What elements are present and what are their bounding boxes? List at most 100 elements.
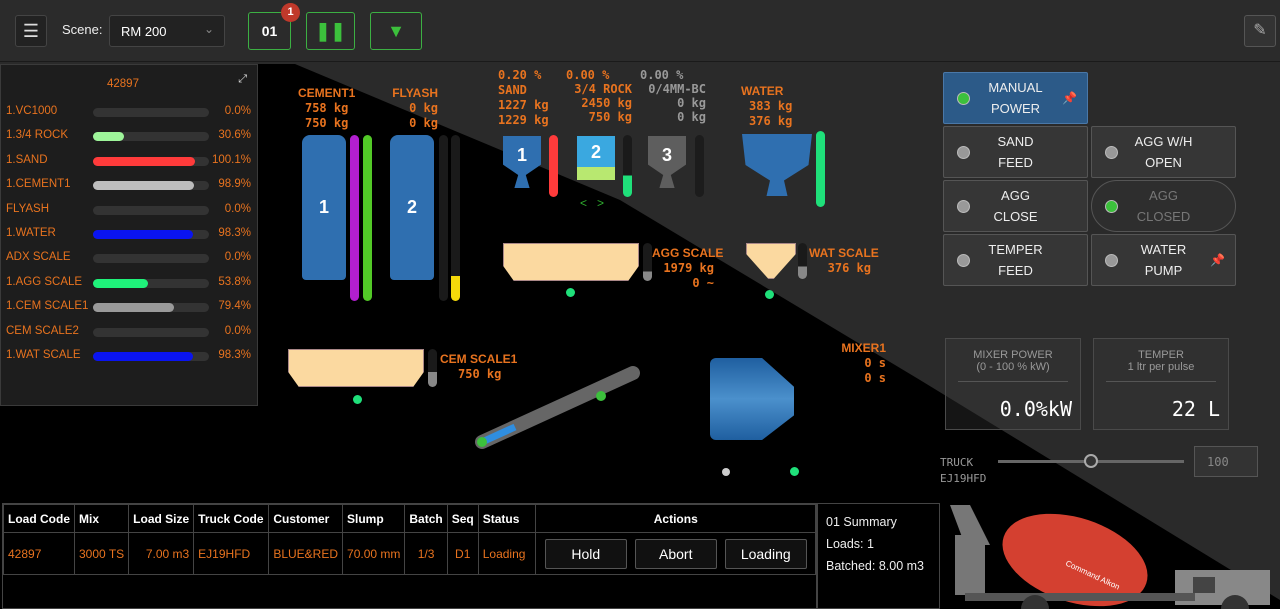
truck-label-text: TRUCK — [940, 456, 974, 469]
material-row: CEM SCALE2 0.0% — [1, 322, 259, 342]
bc-target: 0 kg — [677, 96, 706, 110]
mixer-power-display: MIXER POWER (0 - 100 % kW) 0.0%kW — [945, 338, 1081, 430]
abort-button[interactable]: Abort — [634, 538, 717, 569]
rock-bin-2[interactable]: 2 — [577, 136, 615, 180]
material-percent: 79.4% — [218, 300, 251, 313]
discharge-button[interactable]: ▼ — [370, 12, 422, 50]
material-progress-bar — [93, 108, 209, 117]
menu-button[interactable]: ☰ — [15, 15, 47, 47]
mixer-status-green — [790, 467, 799, 476]
agg-scale-extra: 0 ~ — [692, 276, 714, 290]
bin-number: 2 — [590, 141, 601, 162]
edit-button[interactable]: ✎ — [1244, 15, 1276, 47]
status-indicator-icon — [957, 200, 970, 213]
pin-icon[interactable]: 📌 — [1062, 91, 1077, 105]
water-actual: 376 kg — [749, 114, 793, 128]
expand-icon[interactable]: ⤢ — [238, 73, 247, 85]
pause-button[interactable]: ❚❚ — [306, 12, 355, 50]
material-progress-panel: 42897 ⤢ 1.VC1000 0.0%1.3/4 ROCK 30.6%1.S… — [0, 64, 258, 406]
wat-scale-bar — [798, 243, 807, 279]
material-percent: 100.1% — [211, 153, 251, 166]
mixer-time-1: 0 s — [864, 356, 886, 370]
mixer-truck-image: Command Alkon — [950, 505, 1270, 609]
sand-name: SAND — [498, 83, 527, 97]
next-bin-button[interactable]: > — [597, 196, 605, 210]
truck-slider[interactable] — [998, 454, 1184, 468]
flyash-target: 0 kg — [409, 101, 438, 115]
material-percent: 53.8% — [218, 275, 251, 288]
control-agg-close-button[interactable]: AGG CLOSE — [943, 180, 1088, 232]
progress-fill — [93, 278, 148, 288]
hold-button[interactable]: Hold — [544, 538, 627, 569]
bc-moisture: 0.00 % — [640, 68, 684, 82]
cement1-target: 758 kg — [304, 101, 349, 115]
flyash-silo-2[interactable]: 2 — [390, 135, 434, 280]
control-label-line2: FEED — [998, 155, 1033, 170]
status-indicator-icon — [1105, 146, 1118, 159]
material-percent: 98.3% — [218, 349, 251, 361]
summary-batched: Batched: 8.00 m3 — [826, 559, 924, 573]
funnel-icon: ▼ — [387, 20, 405, 41]
material-label: CEM SCALE2 — [6, 324, 79, 337]
pause-icon: ❚❚ — [315, 20, 346, 41]
temper-title: TEMPER — [1138, 349, 1184, 361]
flyash-bar-2 — [451, 135, 460, 301]
status-indicator-icon — [1105, 200, 1118, 213]
mixer-name: MIXER1 — [841, 341, 886, 355]
mixer-drum[interactable] — [710, 358, 794, 440]
notification-badge: 1 — [281, 3, 300, 22]
column-header: Truck Code — [193, 504, 270, 533]
flyash-bar-1 — [439, 135, 448, 301]
column-header: Load Size — [128, 504, 195, 533]
sand-bar — [549, 135, 558, 197]
material-label: 1.3/4 ROCK — [6, 129, 68, 142]
prev-bin-button[interactable]: < — [580, 196, 588, 210]
material-progress-bar — [93, 156, 209, 166]
cement1-bar-1 — [350, 135, 359, 301]
control-label-line1: AGG — [1001, 188, 1030, 203]
loading-button[interactable]: Loading — [724, 538, 807, 569]
pin-icon[interactable]: 📌 — [1210, 253, 1225, 267]
truck-value-input[interactable]: 100 — [1194, 446, 1258, 477]
mixer-power-title: MIXER POWER — [973, 349, 1053, 361]
panel-title: 42897 — [107, 78, 139, 90]
cem-scale-bar — [428, 349, 437, 387]
wat-scale-weight: 376 kg — [827, 261, 871, 275]
status-indicator-icon — [1105, 254, 1118, 267]
water-name: WATER — [741, 84, 784, 98]
rock-name: 3/4 ROCK — [574, 82, 632, 96]
control-label-line1: TEMPER — [988, 242, 1043, 257]
control-label-line2: CLOSE — [993, 209, 1038, 224]
bin-number: 1 — [516, 144, 527, 165]
column-header: Batch — [404, 504, 448, 533]
agg-scale-bar — [643, 243, 652, 281]
water-bar — [816, 131, 825, 207]
rock-target: 2450 kg — [581, 96, 632, 110]
progress-fill — [93, 132, 125, 142]
cement-silo-1[interactable]: 1 — [302, 135, 346, 280]
bin-number: 3 — [661, 144, 672, 165]
agg-scale-name: AGG SCALE — [652, 246, 724, 260]
sand-bin-1[interactable]: 1 — [503, 136, 541, 188]
material-progress-bar — [93, 132, 209, 142]
material-percent: 0.0% — [224, 324, 251, 337]
control-label-line1: MANUAL — [988, 80, 1043, 95]
scene-select[interactable]: RM 200 ⌄ — [109, 15, 225, 47]
wat-scale-name: WAT SCALE — [809, 246, 879, 260]
wat-scale-readout: WAT SCALE 376 kg — [809, 246, 879, 276]
queue-button[interactable]: 01 — [248, 12, 291, 50]
cem-scale-name: CEM SCALE1 — [440, 352, 518, 366]
progress-fill — [93, 303, 175, 313]
column-header: Actions — [535, 504, 816, 533]
mixer-status-gray — [722, 468, 730, 476]
chevron-down-icon: ⌄ — [203, 22, 214, 36]
scene-value: RM 200 — [121, 24, 167, 39]
slider-thumb[interactable] — [1084, 454, 1098, 468]
